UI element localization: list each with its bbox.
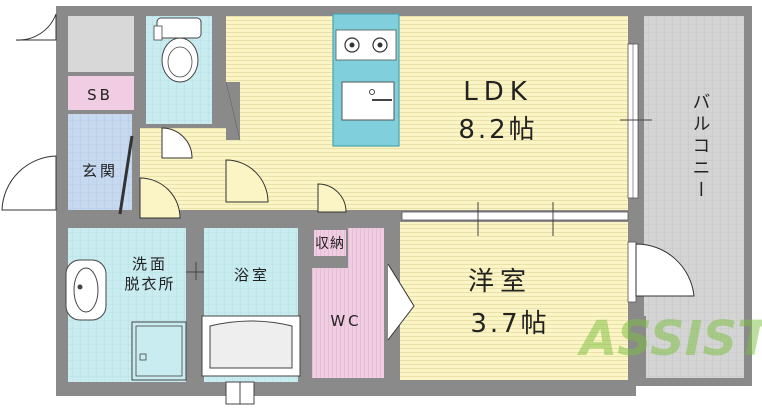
ldk-floor	[226, 16, 628, 210]
stove-top	[335, 29, 397, 61]
shuno-label: 収納	[315, 236, 345, 252]
wall-bath-left	[186, 228, 204, 384]
youshitsu-floor	[400, 220, 628, 380]
sliding-door-track	[401, 211, 629, 221]
wc-label: WC	[330, 312, 361, 330]
balcony-door-swing	[635, 243, 695, 297]
balcony-label: バルコニー	[690, 92, 711, 202]
ldk-door-swing	[225, 159, 269, 203]
senmen-label-1: 洗面	[132, 255, 168, 273]
washroom-door-swing	[139, 177, 181, 219]
balcony-floor-lower	[646, 316, 744, 378]
genkan-label: 玄関	[82, 162, 118, 180]
wc-door	[387, 263, 415, 341]
top-left-door-swing	[15, 13, 57, 41]
burner-right	[372, 37, 388, 53]
washbasin	[65, 259, 107, 321]
toilet-tank	[156, 17, 202, 39]
washing-machine	[131, 321, 187, 381]
toilet-door-swing	[161, 127, 193, 159]
genkan-floor	[68, 114, 132, 210]
ldk-size: 8.2帖	[458, 115, 537, 145]
senmen-label-2: 脱衣所	[124, 275, 175, 293]
wall-bath-right	[298, 228, 312, 384]
youshitsu-size: 3.7帖	[470, 309, 549, 339]
entrance-door-swing	[1, 155, 57, 211]
shuno-floor-inner	[314, 230, 346, 256]
sb-floor	[68, 76, 134, 110]
youshitsu-label: 洋室	[468, 267, 532, 297]
shuno-door-swing	[317, 183, 347, 213]
burner-left	[344, 37, 360, 53]
youshitsu-window	[627, 241, 637, 303]
yokushitsu-label: 浴室	[234, 266, 270, 284]
wall-genkan-bottom	[56, 210, 226, 228]
sb-label: SB	[87, 86, 113, 104]
ldk-label: LDK	[463, 77, 533, 107]
toilet-bowl	[161, 37, 199, 83]
watermark: ASSIST	[576, 311, 762, 367]
storage-top	[68, 16, 134, 72]
